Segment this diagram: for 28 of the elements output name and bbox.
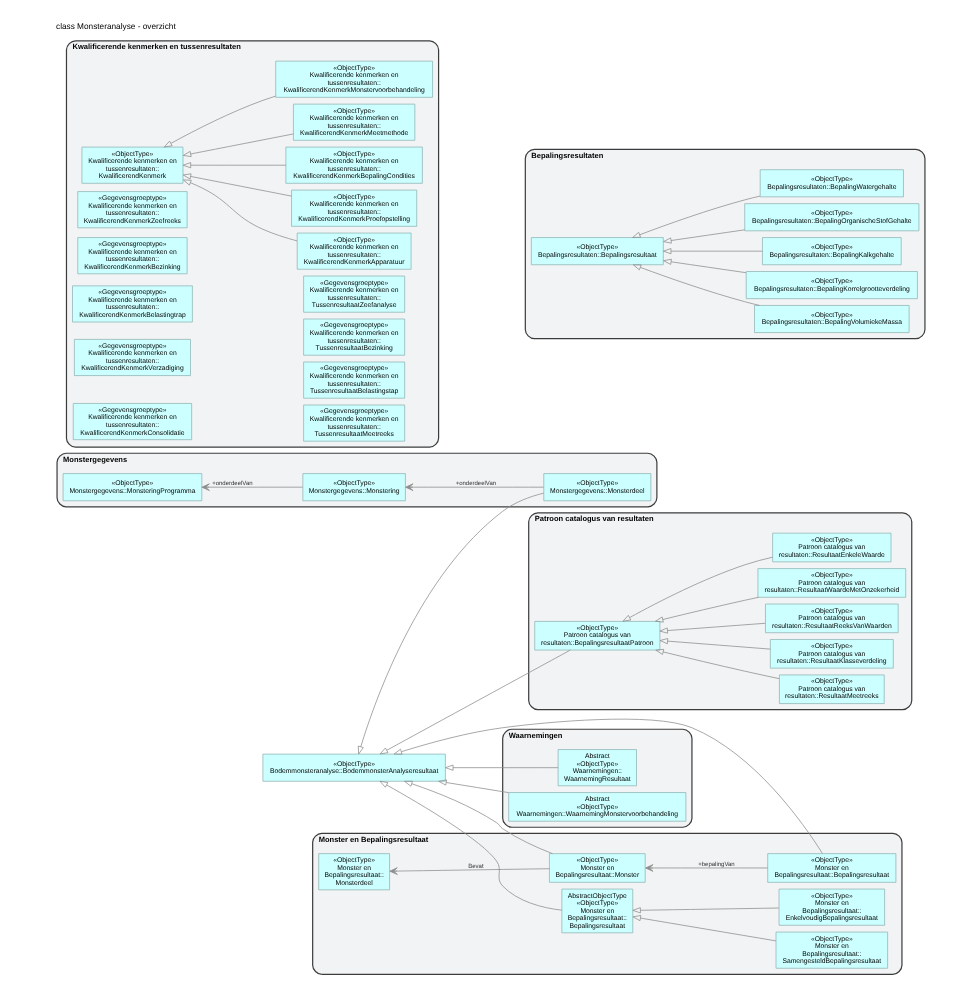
arrow [662,229,744,244]
arrow [404,483,543,491]
arrow [162,95,275,148]
arrow [444,764,558,771]
arrow [378,649,570,755]
arrow [631,915,776,942]
arrow [181,179,297,242]
arrow [378,780,562,911]
arrow [181,162,286,169]
arrow [662,258,746,274]
arrow [356,492,543,755]
arrow [631,264,759,306]
arrow [631,907,779,914]
arrow [392,718,822,854]
arrow [181,173,291,197]
arrow [654,648,779,680]
arrow [437,779,508,793]
arrow [181,133,293,157]
arrow [644,864,768,872]
arrow [654,596,758,623]
arrow [388,867,549,875]
arrow [658,638,770,650]
arrow [403,780,552,855]
arrow [662,248,762,255]
arrow [658,622,765,634]
arrow [631,195,760,238]
arrow [621,556,772,622]
arrow [200,483,302,491]
